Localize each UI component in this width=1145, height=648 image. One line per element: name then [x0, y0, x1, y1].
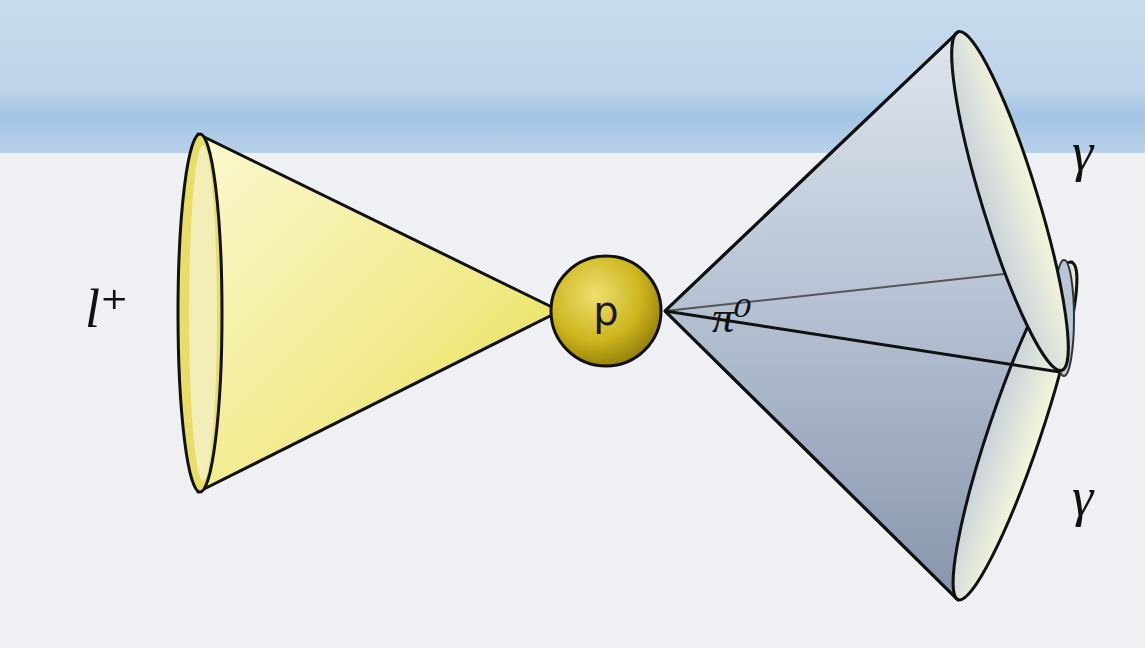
gamma-cone-rim — [931, 24, 1088, 379]
gamma-label: γ — [1072, 470, 1093, 524]
lepton-cone-rim — [178, 134, 222, 492]
gamma-label: γ — [1072, 125, 1093, 179]
pion-label: π⁰ — [712, 296, 752, 340]
lepton-cone — [198, 134, 560, 492]
gamma-cone-rim — [934, 254, 1097, 608]
particle-name: p — [593, 291, 618, 331]
lepton-label: l⁺ — [85, 282, 129, 336]
gamma-cone-edge — [665, 311, 958, 600]
particle-circle: p — [549, 254, 663, 368]
lepton-cone-inner — [189, 145, 217, 481]
gamma-cone-edge — [665, 32, 958, 311]
